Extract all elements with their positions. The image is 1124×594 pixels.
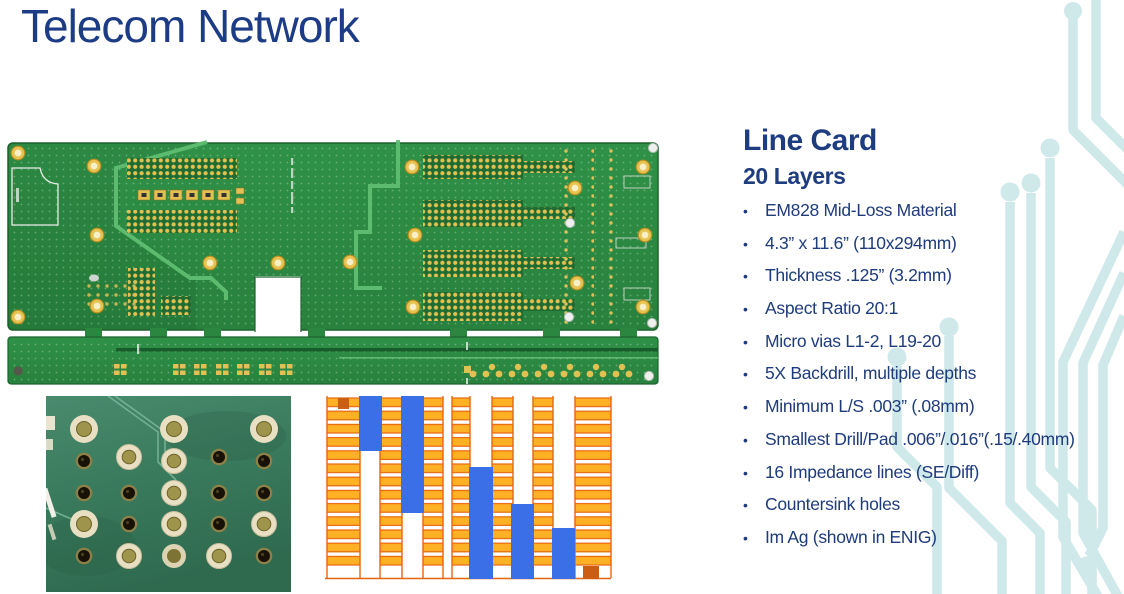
spec-bullet-item: • EM828 Mid-Loss Material xyxy=(743,200,1075,233)
spec-text: Thickness .125” (3.2mm) xyxy=(765,265,952,286)
bullet-marker: • xyxy=(743,399,748,416)
panel-subheading: 20 Layers xyxy=(743,163,846,189)
spec-text: 4.3” x 11.6” (110x294mm) xyxy=(765,232,957,253)
backdrill-via-bars xyxy=(359,396,575,579)
spec-bullet-item: • 4.3” x 11.6” (110x294mm) xyxy=(743,233,1075,266)
spec-text: 5X Backdrill, multiple depths xyxy=(765,363,977,384)
panel-heading: Line Card xyxy=(743,124,877,157)
spec-text: Smallest Drill/Pad .006”/.016”(.15/.40mm… xyxy=(765,428,1075,449)
drill-holes-photo xyxy=(46,396,291,592)
spec-text: Minimum L/S .003” (.08mm) xyxy=(765,396,975,417)
spec-text: Im Ag (shown in ENIG) xyxy=(765,526,937,547)
spec-bullet-item: • 16 Impedance lines (SE/Diff) xyxy=(743,462,1075,495)
bullet-marker: • xyxy=(743,431,748,448)
spec-bullet-item: • Countersink holes xyxy=(743,494,1075,527)
spec-text: Micro vias L1-2, L19-20 xyxy=(765,330,941,351)
backdrill-diagram xyxy=(325,396,612,580)
bullet-marker: • xyxy=(743,268,748,285)
pcb-board-photo xyxy=(7,140,659,385)
spec-list: • EM828 Mid-Loss Material • 4.3” x 11.6” (… xyxy=(743,200,1075,560)
spec-bullet-item: • Thickness .125” (3.2mm) xyxy=(743,265,1075,298)
spec-text: Aspect Ratio 20:1 xyxy=(765,298,899,319)
page-title: Telecom Network xyxy=(21,0,360,52)
bullet-marker: • xyxy=(743,203,748,219)
bullet-marker: • xyxy=(743,333,748,350)
spec-bullet-item: • 5X Backdrill, multiple depths xyxy=(743,363,1075,396)
spec-text: EM828 Mid-Loss Material xyxy=(765,200,957,220)
spec-bullet-item: • Minimum L/S .003” (.08mm) xyxy=(743,396,1075,429)
spec-bullet-item: • Im Ag (shown in ENIG) xyxy=(743,527,1075,560)
spec-bullet-item: • Micro vias L1-2, L19-20 xyxy=(743,331,1075,364)
spec-bullet-item: • Smallest Drill/Pad .006”/.016”(.15/.40m… xyxy=(743,429,1075,462)
spec-text: 16 Impedance lines (SE/Diff) xyxy=(765,461,980,482)
bullet-marker: • xyxy=(743,529,748,546)
bullet-marker: • xyxy=(743,366,748,383)
bullet-marker: • xyxy=(743,464,748,481)
bullet-marker: • xyxy=(743,301,748,318)
bullet-marker: • xyxy=(743,497,748,514)
spec-text: Countersink holes xyxy=(765,494,900,515)
spec-bullet-item: • Aspect Ratio 20:1 xyxy=(743,298,1075,331)
bullet-marker: • xyxy=(743,235,748,252)
